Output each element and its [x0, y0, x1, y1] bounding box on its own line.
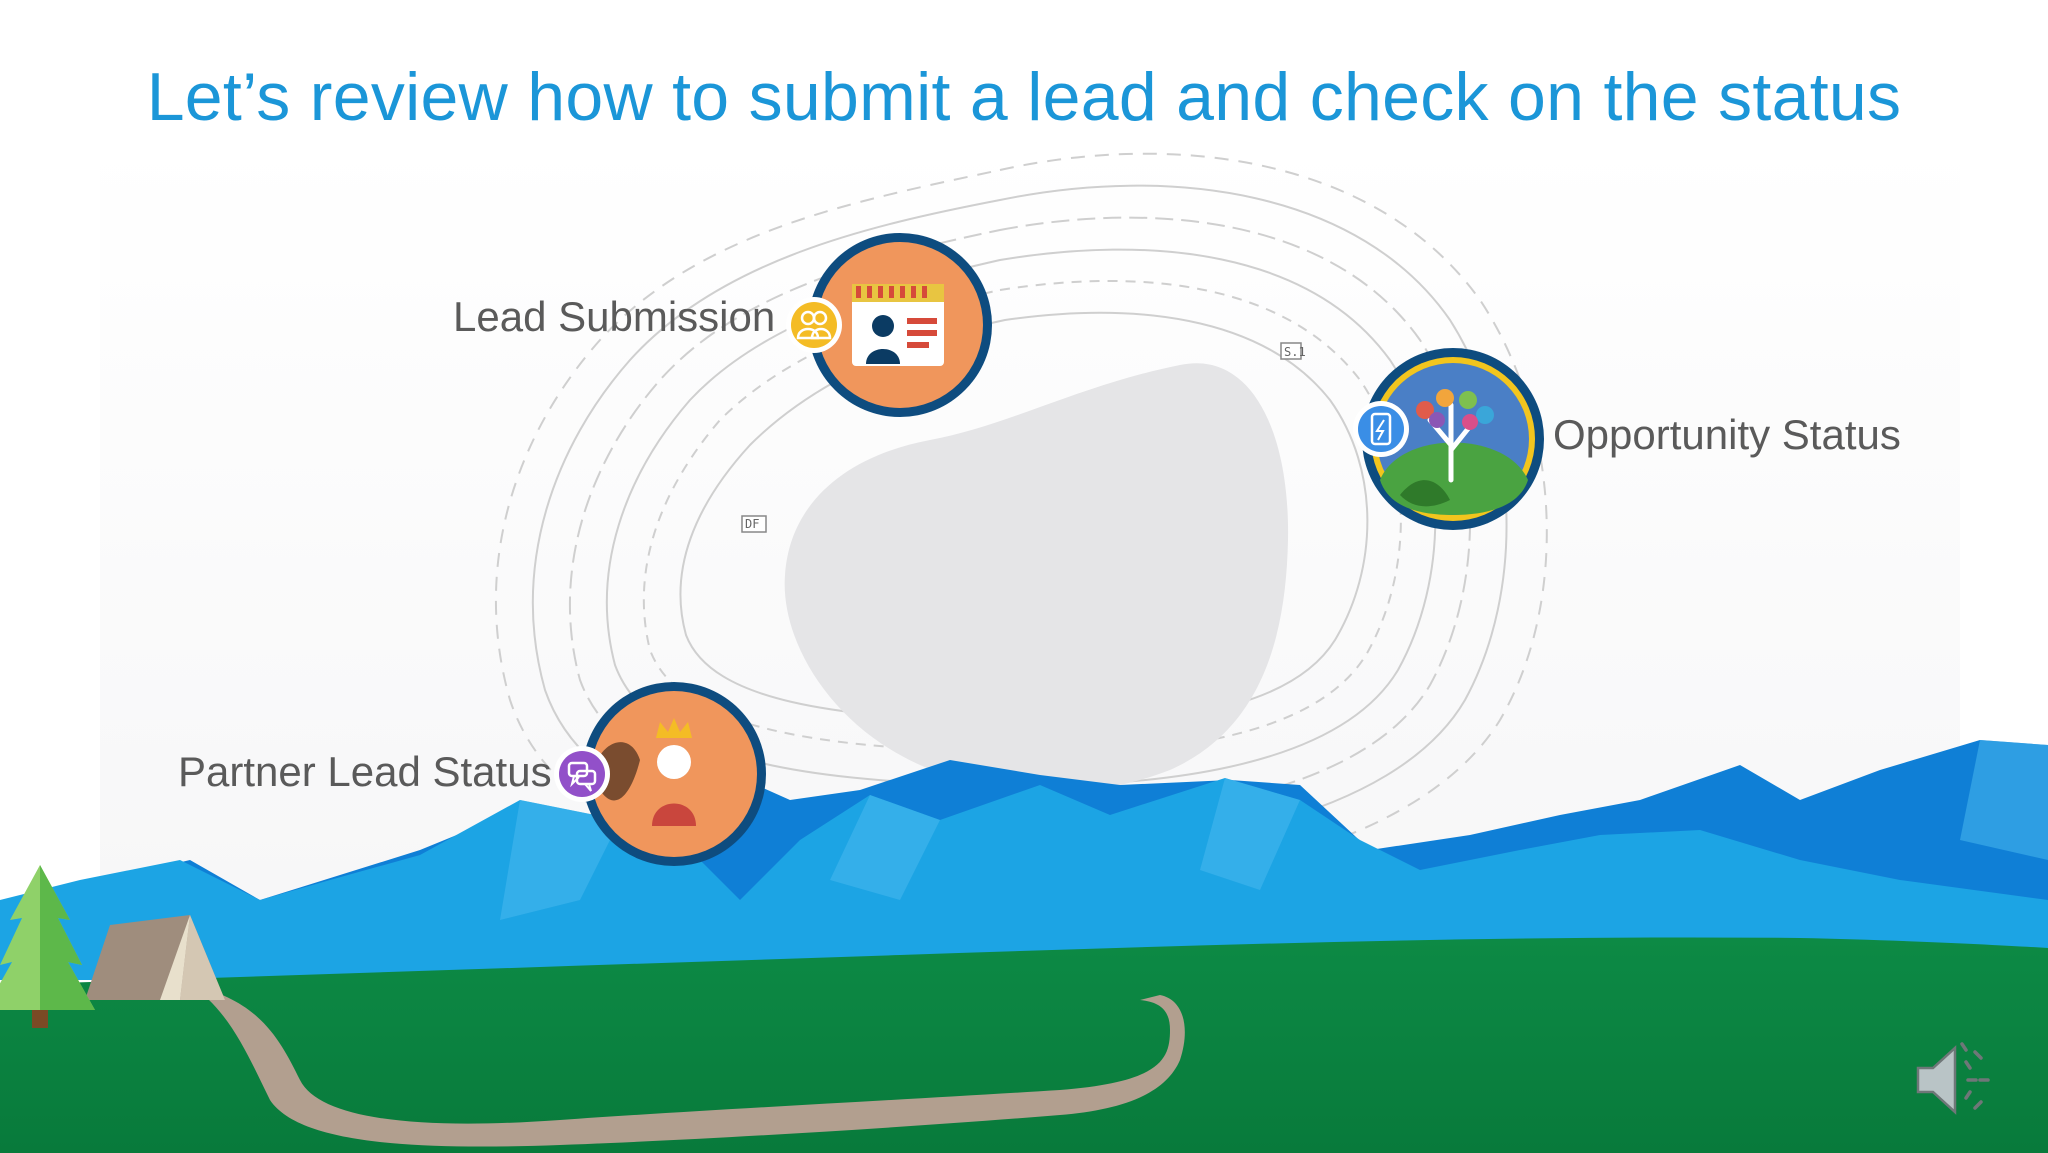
marker-df: DF	[745, 517, 759, 531]
pine-tree-icon	[0, 865, 95, 1028]
slide-title: Let’s review how to submit a lead and ch…	[146, 59, 1902, 135]
grass-field	[0, 937, 2048, 1153]
audio-button[interactable]	[1908, 1040, 1994, 1120]
marker-s1: S.1	[1284, 345, 1306, 359]
partner-lead-status-label[interactable]: Partner Lead Status	[178, 748, 552, 795]
speaker-icon	[1916, 1042, 1990, 1115]
opportunity-status-button[interactable]	[1362, 348, 1544, 530]
tent-icon	[85, 915, 225, 1000]
mountain-facets	[500, 740, 2048, 920]
chat-bubbles-icon	[554, 746, 610, 802]
mountains-front	[0, 778, 2048, 980]
partner-lead-status-illustration	[582, 682, 766, 866]
lead-submission-button[interactable]	[808, 233, 992, 417]
winding-path	[190, 985, 1185, 1147]
mobile-lightning-icon	[1353, 401, 1409, 457]
people-icon	[786, 297, 842, 353]
partner-lead-status-button[interactable]	[582, 682, 766, 866]
opportunity-status-label[interactable]: Opportunity Status	[1553, 411, 1901, 458]
opportunity-status-illustration	[1362, 348, 1544, 530]
cloud-shape	[784, 363, 1289, 793]
lead-submission-label[interactable]: Lead Submission	[453, 293, 776, 340]
lead-submission-illustration	[808, 233, 992, 417]
